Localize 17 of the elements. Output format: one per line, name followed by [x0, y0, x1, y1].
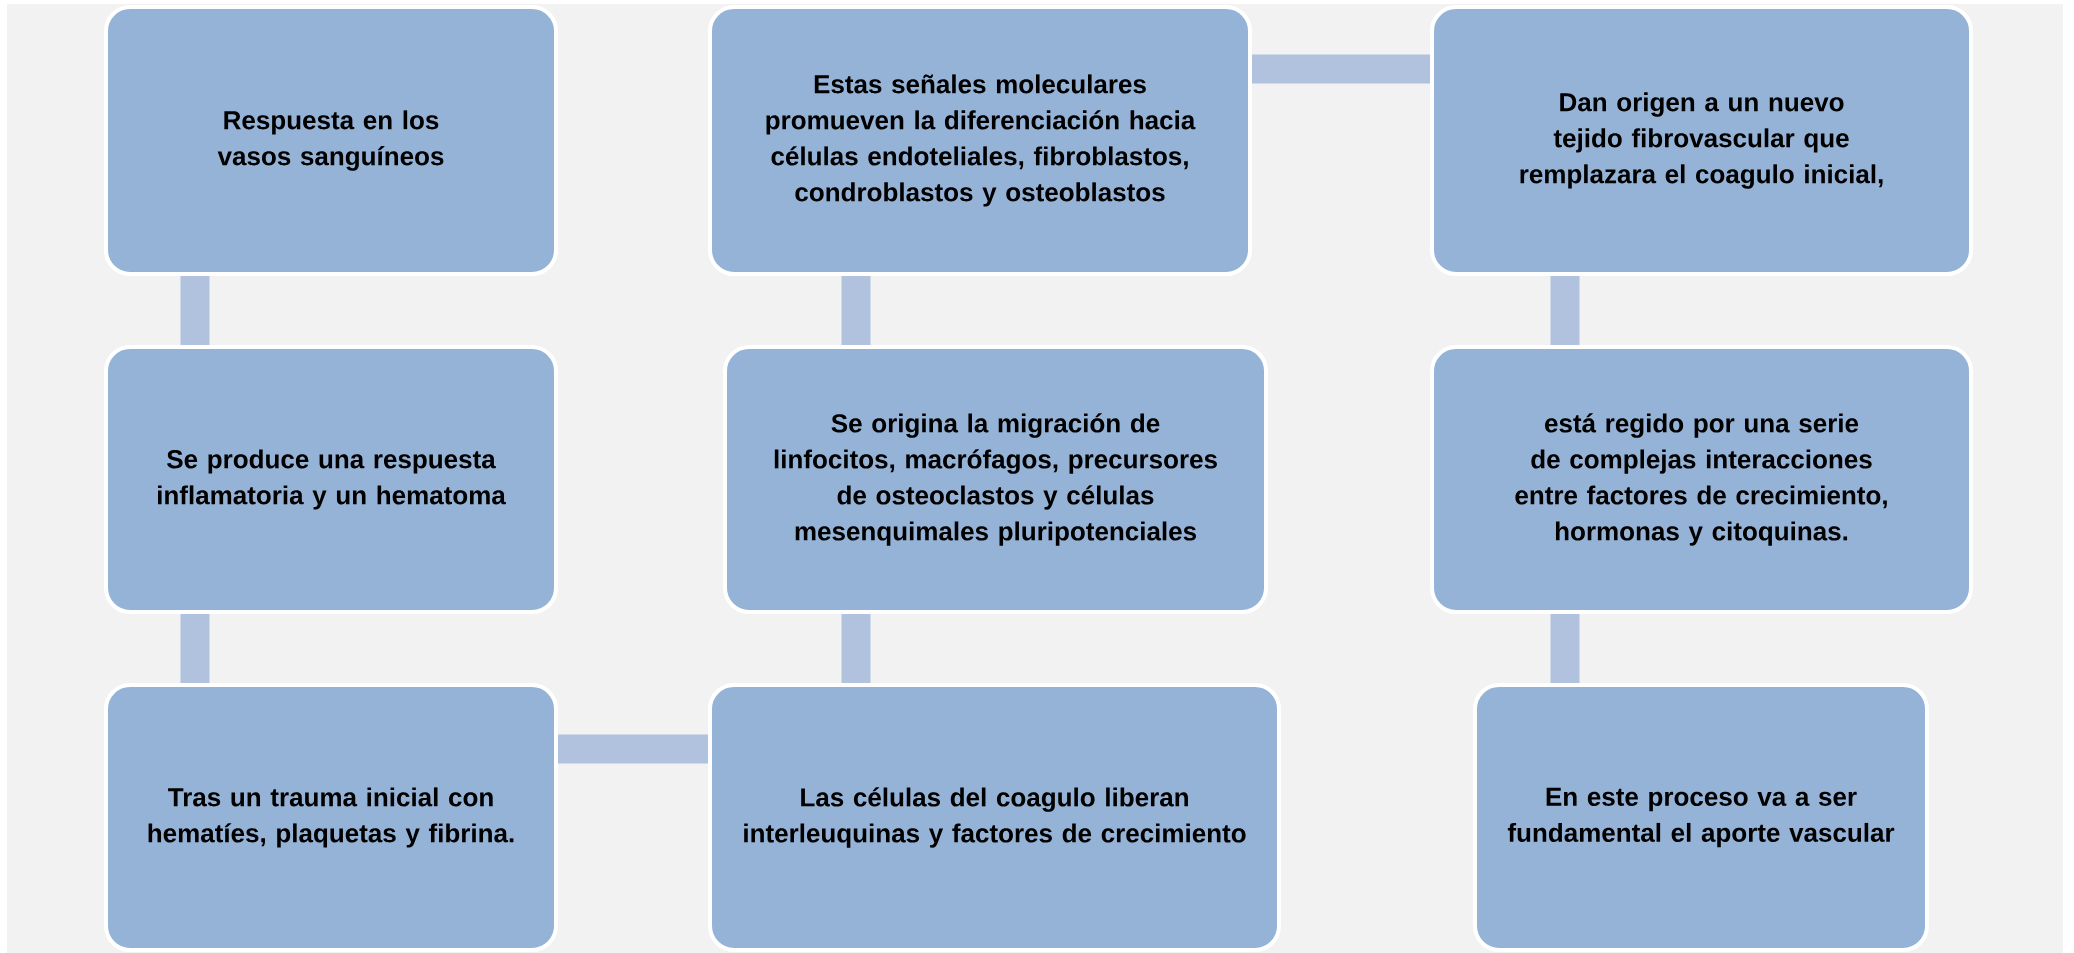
process-box: Dan origen a un nuevo tejido fibrovascular que remplazara el coagulo inicial, [1430, 5, 1973, 276]
connector-bar [558, 734, 708, 764]
connector-bar [180, 276, 210, 345]
process-box: Se produce una respuesta inflamatoria y un hematoma [104, 345, 558, 614]
process-box: Respuesta en los vasos sanguíneos [104, 5, 558, 276]
process-box: Se origina la migración de linfocitos, macrófagos, precursores de osteoclastos y células mesenquimales pluripotenciales [723, 345, 1268, 614]
process-box: está regido por una serie de complejas interacciones entre factores de crecimiento, hormonas y citoquinas. [1430, 345, 1973, 614]
connector-bar [1252, 54, 1430, 84]
connector-bar [841, 614, 871, 683]
connector-bar [841, 276, 871, 345]
process-box: En este proceso va a ser fundamental el aporte vascular [1473, 683, 1929, 952]
connector-bar [1550, 276, 1580, 345]
process-box: Tras un trauma inicial con hematíes, plaquetas y fibrina. [104, 683, 558, 952]
process-box: Las células del coagulo liberan interleuquinas y factores de crecimiento [708, 683, 1281, 952]
connector-bar [1550, 614, 1580, 683]
connector-bar [180, 614, 210, 683]
process-box: Estas señales moleculares promueven la diferenciación hacia células endoteliales, fibroblastos, condroblastos y osteoblastos [708, 5, 1252, 276]
